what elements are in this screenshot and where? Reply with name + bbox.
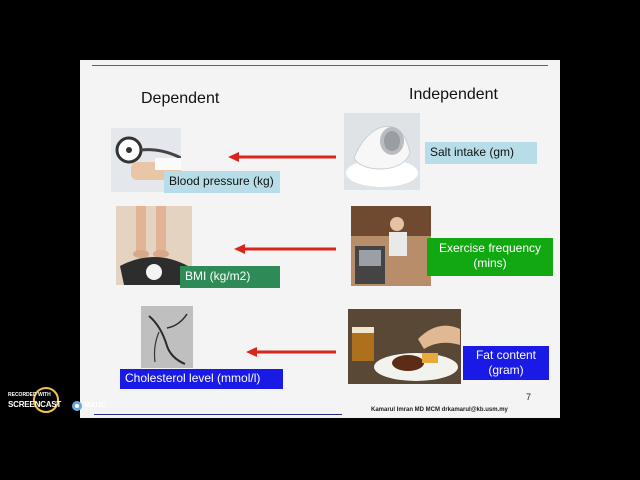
page-number: 7 <box>526 392 532 402</box>
screencast-watermark: RECORDED WITH SCREENCAST MATIC <box>4 380 114 414</box>
watermark-line2: SCREENCAST <box>8 400 62 409</box>
slide-footer: Kamarul Imran MD MCM drkamarul@kb.usm.my <box>371 407 508 413</box>
blood-pressure-label: Blood pressure (kg) <box>164 171 280 193</box>
slide-top-rule <box>92 65 548 66</box>
dependent-heading: Dependent <box>141 90 220 107</box>
blood-pressure-photo <box>111 128 181 192</box>
cholesterol-label: Cholesterol level (mmol/l) <box>120 369 283 389</box>
fat-food-photo <box>348 309 461 384</box>
bmi-scale-photo <box>116 206 192 285</box>
bmi-label: BMI (kg/m2) <box>180 266 280 288</box>
salt-intake-label: Salt intake (gm) <box>425 142 537 164</box>
watermark-line1: RECORDED WITH <box>8 392 51 398</box>
arrow-exercise-to-bmi <box>234 244 336 254</box>
watermark-line3: MATIC <box>84 402 106 409</box>
slide: Dependent Independent Blood pressure (kg… <box>80 60 560 418</box>
independent-heading: Independent <box>409 86 498 103</box>
exercise-photo <box>351 206 431 286</box>
screencast-logo-icon <box>33 387 82 413</box>
exercise-frequency-label: Exercise frequency (mins) <box>427 238 553 276</box>
arrow-fat-to-cholesterol <box>246 347 336 357</box>
angiogram-photo <box>141 306 193 368</box>
fat-content-label: Fat content (gram) <box>463 346 549 380</box>
slide-bottom-rule <box>94 414 342 415</box>
salt-photo <box>344 113 420 190</box>
arrow-salt-to-bp <box>228 152 336 162</box>
